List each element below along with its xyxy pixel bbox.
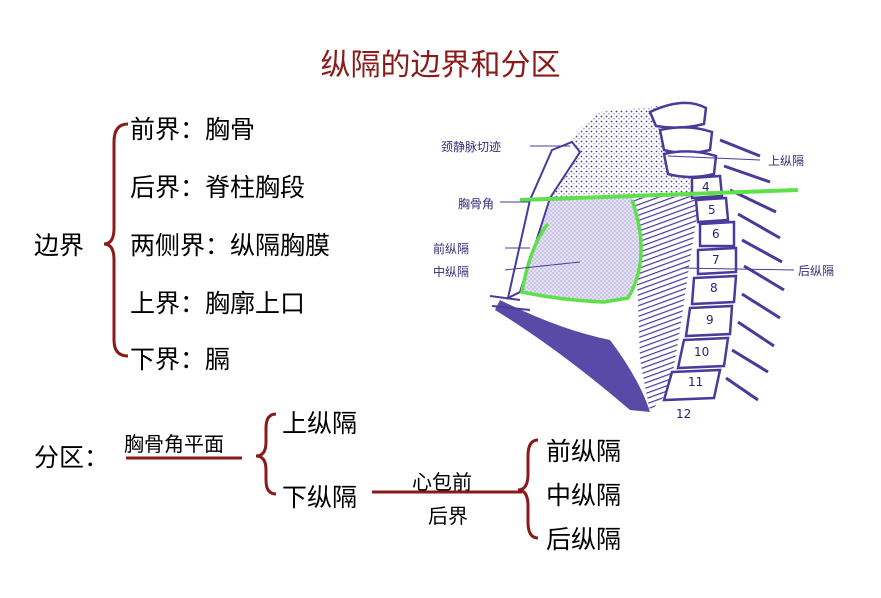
division-label: 分区： — [34, 443, 110, 472]
label-sternal-angle: 胸骨角 — [458, 197, 495, 211]
posterior-mediastinum-label: 后纵隔 — [546, 525, 622, 554]
boundary-item-superior: 上界：胸廓上口 — [130, 289, 306, 318]
boundary-item-anterior: 前界：胸骨 — [130, 115, 256, 144]
boundary-item-lateral: 两侧界：纵隔胸膜 — [130, 231, 331, 260]
division-brace — [255, 412, 277, 496]
vertebra-numbers: 4 5 6 7 8 9 10 11 12 — [676, 180, 720, 421]
label-posterior-mediastinum: 后纵隔 — [798, 264, 835, 278]
rib-contour — [489, 295, 531, 311]
label-pointers — [500, 145, 795, 271]
anterior-mediastinum-label: 前纵隔 — [546, 437, 622, 466]
spinous-processes — [719, 138, 785, 402]
sternal-angle-plane — [519, 188, 799, 202]
label-jugular-notch: 颈静脉切迹 — [441, 140, 502, 154]
upper-mediastinum-label: 上纵隔 — [282, 409, 358, 438]
subdivision-brace — [517, 438, 539, 540]
pericardium-label-line1: 心包前 — [412, 470, 472, 494]
middle-mediastinum-label: 中纵隔 — [546, 481, 622, 510]
label-middle-mediastinum: 中纵隔 — [433, 265, 470, 279]
page-title: 纵隔的边界和分区 — [320, 48, 561, 83]
vertebra-num-12: 12 — [676, 407, 691, 421]
middle-region — [518, 198, 642, 302]
boundary-item-inferior: 下界：膈 — [130, 345, 231, 374]
vertebra-num-10: 10 — [694, 345, 709, 359]
posterior-region — [632, 196, 700, 412]
lower-mediastinum-label: 下纵隔 — [282, 483, 358, 512]
vertebra-num-6: 6 — [712, 227, 720, 241]
thoracic-wall — [495, 300, 650, 412]
boundary-brace — [103, 122, 129, 358]
pericardium-outline — [519, 199, 643, 304]
vertebra-num-9: 9 — [706, 313, 714, 327]
label-superior-mediastinum: 上纵隔 — [768, 154, 805, 168]
vertebra-num-11: 11 — [688, 375, 703, 389]
boundary-item-posterior: 后界：脊柱胸段 — [130, 173, 306, 202]
pericardium-label-line2: 后界 — [428, 504, 468, 528]
boundary-label: 边界 — [34, 231, 85, 260]
label-anterior-mediastinum: 前纵隔 — [433, 242, 470, 256]
plane-label: 胸骨角平面 — [124, 432, 224, 456]
vertebra-num-4: 4 — [702, 180, 710, 194]
vertebra-num-5: 5 — [708, 203, 716, 217]
vertebra-num-8: 8 — [710, 281, 718, 295]
vertebra-num-7: 7 — [712, 253, 720, 267]
superior-region — [540, 104, 700, 200]
